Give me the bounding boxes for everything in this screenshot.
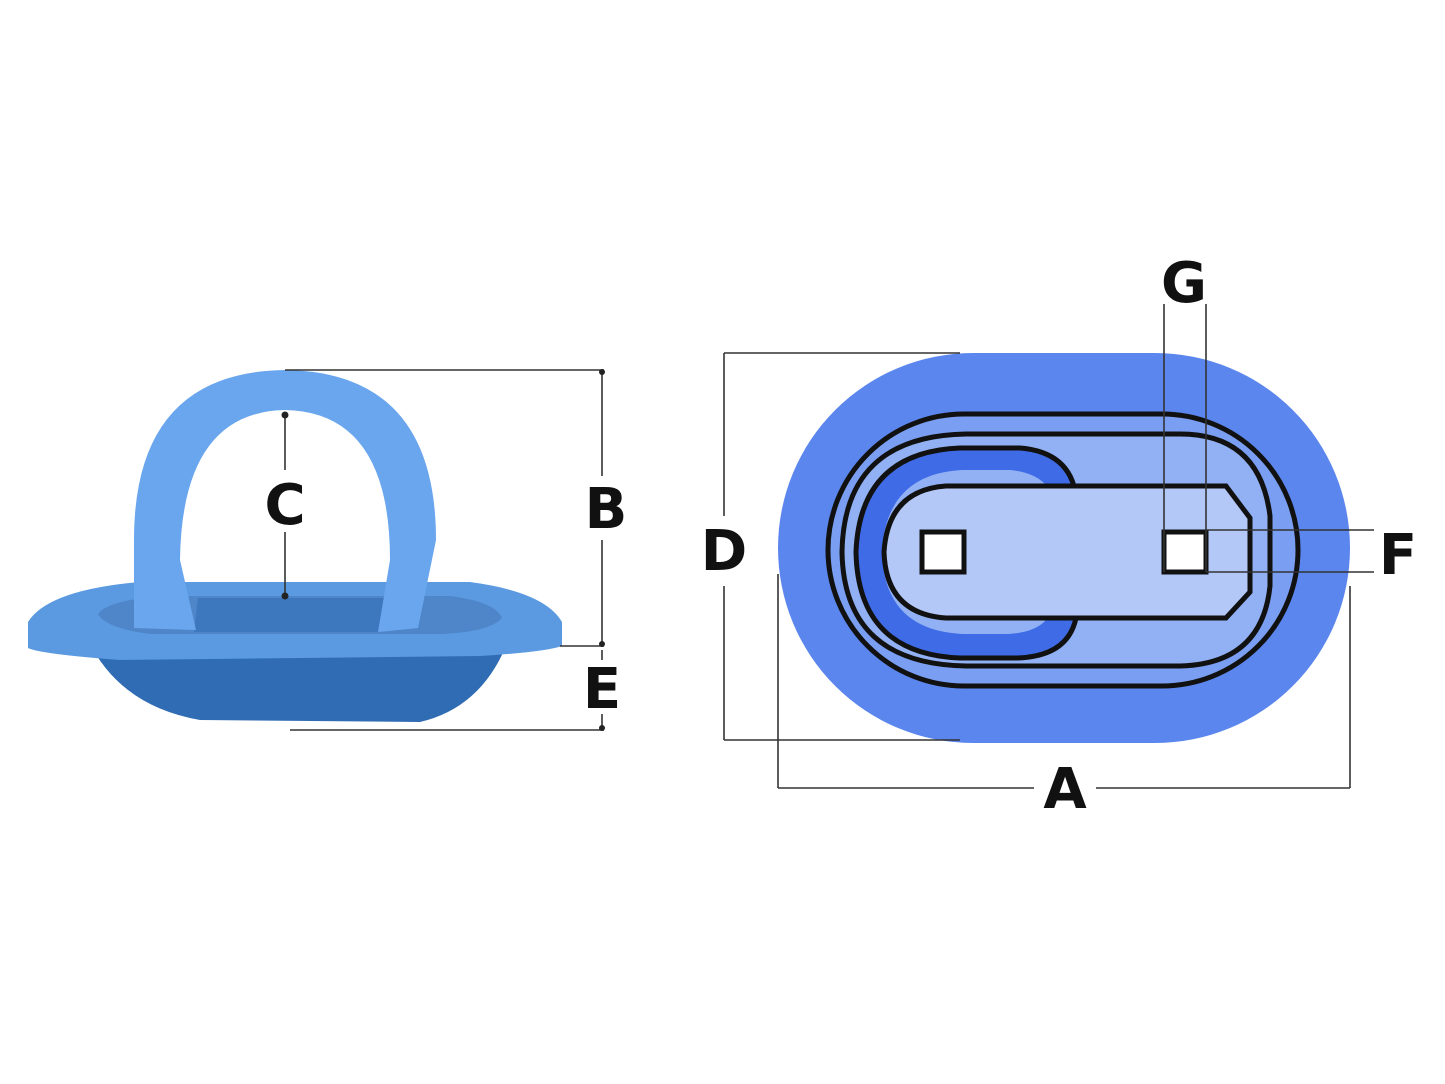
label-b: B [585,477,628,542]
square-hole-left [919,529,967,575]
d-ring-arch [134,370,436,632]
top-view-dimensions [723,304,1374,789]
side-view [28,370,562,722]
top-view [778,353,1350,743]
label-f: F [1379,523,1417,588]
label-e: E [583,657,621,722]
cup-body [88,640,506,722]
label-a: A [1043,757,1087,822]
base-slot [194,598,386,632]
strap-bar [881,483,1253,621]
label-c: C [264,473,305,538]
label-d: D [701,519,747,584]
label-g: G [1161,251,1207,316]
side-view-dimensions [281,369,605,731]
square-hole-right [1161,529,1209,575]
